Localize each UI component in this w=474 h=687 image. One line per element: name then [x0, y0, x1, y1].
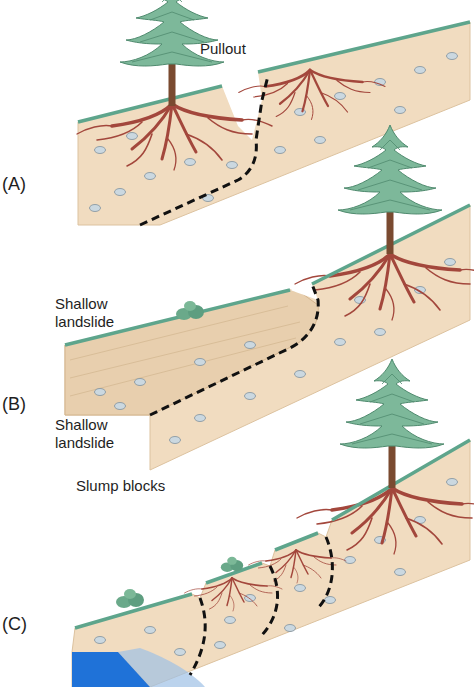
rock [245, 595, 256, 602]
rock [445, 259, 456, 266]
rock [127, 133, 138, 140]
conifer-tree [340, 359, 444, 488]
water-body [72, 652, 150, 687]
annotation-label: Slump blocks [76, 477, 196, 495]
rock [115, 403, 126, 410]
conifer-tree [338, 125, 442, 254]
rock [225, 617, 236, 624]
rock [395, 569, 406, 576]
rock [95, 637, 106, 644]
failure-surface [150, 284, 318, 415]
rock [335, 93, 346, 100]
rock [447, 53, 458, 60]
shrub [176, 301, 204, 320]
soil-body [72, 440, 470, 687]
annotation-label: Shallow landslide [55, 416, 135, 452]
rock [415, 67, 426, 74]
annotation-label: Pullout [200, 40, 290, 58]
rock [295, 585, 306, 592]
rock [135, 379, 146, 386]
root-network [295, 254, 474, 320]
rock [315, 137, 326, 144]
rock [285, 625, 296, 632]
rock [295, 371, 306, 378]
rock [245, 342, 256, 349]
rock [195, 359, 206, 366]
rock [95, 147, 106, 154]
panel-letter: (C) [2, 614, 42, 636]
root-network [185, 578, 283, 611]
rock [325, 597, 336, 604]
rock [245, 393, 256, 400]
rock [447, 479, 458, 486]
rock [170, 437, 181, 444]
rock [195, 415, 206, 422]
slump-surface [262, 566, 278, 635]
rock [95, 389, 106, 396]
soil-body [65, 205, 470, 470]
panel-letter: (A) [2, 174, 42, 196]
annotation-label: Shallow landslide [55, 295, 135, 331]
rock [175, 649, 186, 656]
grass-surface [78, 22, 470, 122]
slump-surface [190, 598, 205, 675]
rock [275, 147, 286, 154]
shrub [116, 589, 144, 608]
rock [145, 627, 156, 634]
rock [145, 173, 156, 180]
grass-surface [75, 440, 470, 628]
rock [185, 159, 196, 166]
soil-body [78, 22, 470, 225]
root-network [297, 488, 474, 554]
rock [115, 189, 126, 196]
failure-surface [140, 76, 268, 225]
slump-surface [318, 537, 332, 608]
rock [375, 329, 386, 336]
rock [395, 107, 406, 114]
rock [345, 557, 356, 564]
shrub [221, 557, 243, 572]
rock [227, 162, 238, 169]
panel-c [72, 359, 474, 687]
rock [90, 205, 101, 212]
grass-surface [65, 205, 470, 345]
rock [215, 642, 226, 649]
rock [335, 339, 346, 346]
panel-letter: (B) [2, 394, 42, 416]
